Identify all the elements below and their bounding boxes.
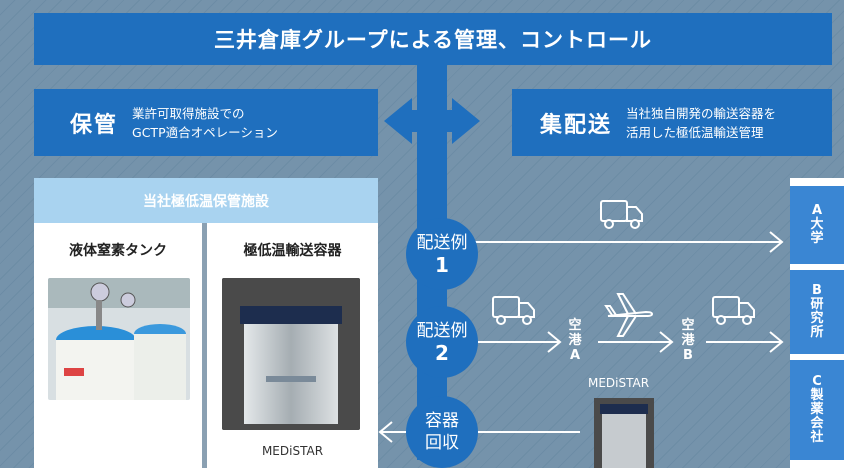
route-2-circle: 配送例 2 <box>406 306 478 378</box>
truck-icon <box>712 296 755 325</box>
arrow-right-icon <box>769 331 784 353</box>
facility-divider <box>202 223 207 468</box>
facility-panel: 当社極低温保管施設 液体窒素タンク 極低温輸送容器 MEDiSTAR <box>34 178 378 468</box>
nitrogen-tank-title: 液体窒素タンク <box>69 243 167 259</box>
header-banner: 三井倉庫グループによる管理、コントロール <box>34 13 832 65</box>
destination-b: B 研 究 所 <box>790 270 844 354</box>
arrow-right-icon <box>659 331 674 353</box>
arrow-right-icon <box>547 331 562 353</box>
destination-c: C 製 薬 会 社 <box>790 360 844 460</box>
return-circle: 容器 回収 <box>406 396 478 468</box>
returned-container-photo <box>594 398 654 468</box>
facility-title: 当社極低温保管施設 <box>34 178 378 223</box>
airport-a-char: A <box>569 348 581 363</box>
storage-title: 保管 <box>70 112 119 138</box>
container-photo <box>222 278 360 430</box>
storage-desc: 業許可取得施設での GCTP適合オペレーション <box>132 104 278 142</box>
header-title: 三井倉庫グループによる管理、コントロール <box>213 28 653 52</box>
route-1-number: 1 <box>435 253 449 277</box>
dest-c-char: 製 <box>810 388 824 403</box>
airport-b-char: B <box>683 348 693 363</box>
arrow-left-icon <box>378 421 393 443</box>
dest-a-char: 学 <box>810 231 824 246</box>
container-title: 極低温輸送容器 <box>243 243 342 259</box>
delivery-title: 集配送 <box>540 112 613 138</box>
airport-a: 空 港 A <box>567 318 583 363</box>
dest-b-char: 究 <box>810 311 824 326</box>
airport-b: 空 港 B <box>680 318 696 363</box>
truck-icon <box>600 200 643 229</box>
airport-a-char: 空 <box>568 318 582 333</box>
dest-b-char: 研 <box>810 297 824 312</box>
double-arrow-icon <box>384 98 480 144</box>
route-2-number: 2 <box>435 341 449 365</box>
medistar-label: MEDiSTAR <box>588 376 650 390</box>
delivery-desc: 当社独自開発の輸送容器を 活用した極低温輸送管理 <box>626 104 776 142</box>
storage-desc-line2: GCTP適合オペレーション <box>132 124 278 140</box>
route-2-label: 配送例 <box>416 321 468 341</box>
dest-b-char: B <box>812 283 822 298</box>
destination-a: A 大 学 <box>790 186 844 264</box>
delivery-desc-line1: 当社独自開発の輸送容器を <box>626 105 777 121</box>
airplane-icon <box>604 293 654 337</box>
airport-b-char: 港 <box>681 333 695 348</box>
dest-a-char: 大 <box>810 217 824 232</box>
arrow-right-icon <box>769 231 784 253</box>
truck-icon <box>492 296 535 325</box>
airport-b-char: 空 <box>681 318 695 333</box>
route-1-label: 配送例 <box>416 233 468 253</box>
container-caption: MEDiSTAR <box>261 444 324 458</box>
dest-c-char: 薬 <box>810 402 824 417</box>
airport-a-char: 港 <box>568 333 582 348</box>
delivery-box: 集配送 当社独自開発の輸送容器を 活用した極低温輸送管理 <box>512 89 832 156</box>
dest-a-char: A <box>811 203 823 218</box>
dest-c-char: 会 <box>810 416 824 431</box>
return-text: 回収 <box>425 433 459 453</box>
nitrogen-tank-photo <box>48 278 190 400</box>
delivery-desc-line2: 活用した極低温輸送管理 <box>626 124 764 140</box>
storage-desc-line1: 業許可取得施設での <box>132 105 245 121</box>
storage-box: 保管 業許可取得施設での GCTP適合オペレーション <box>34 89 378 156</box>
dest-c-char: C <box>812 374 822 389</box>
dest-c-char: 社 <box>810 430 824 445</box>
return-label: 容器 <box>425 411 459 431</box>
dest-b-char: 所 <box>810 325 824 340</box>
route-1-circle: 配送例 1 <box>406 218 478 290</box>
